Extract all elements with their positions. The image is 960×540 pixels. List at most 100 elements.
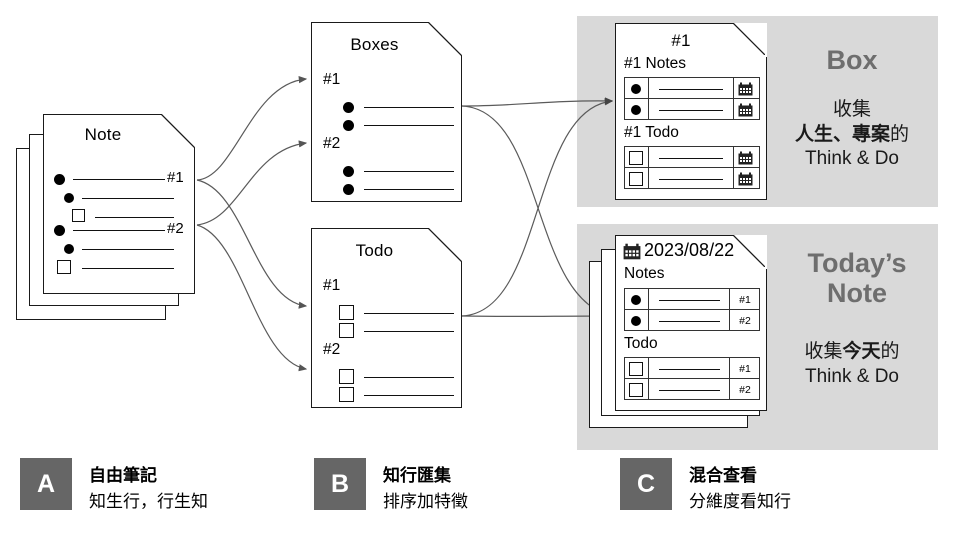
boxes-bullet-2 xyxy=(343,120,354,131)
boxes-rule-4 xyxy=(364,189,454,190)
note-bullet xyxy=(631,295,641,305)
page-fold-icon xyxy=(428,228,462,262)
row-divider xyxy=(648,310,649,330)
calendar-icon[interactable] xyxy=(738,82,753,101)
box-detail-card[interactable]: #1 #1 Notes xyxy=(615,23,767,200)
today-note-row[interactable]: #2 xyxy=(624,309,760,331)
todo-rule xyxy=(659,179,723,180)
today-caption-title-line-2: Note xyxy=(827,278,887,309)
note-bullet-2 xyxy=(64,193,74,203)
boxes-group-1-label: #1 xyxy=(323,71,341,88)
today-todo-row-tag: #2 xyxy=(739,384,751,396)
row-divider xyxy=(729,358,730,378)
calendar-icon[interactable] xyxy=(738,151,753,170)
note-bullet-3 xyxy=(54,225,65,236)
todo-checkbox-3[interactable] xyxy=(339,369,354,384)
todo-checkbox-2[interactable] xyxy=(339,323,354,338)
todo-rule-1 xyxy=(364,313,454,314)
note-bullet-4 xyxy=(64,244,74,254)
todo-rule-4 xyxy=(364,395,454,396)
note-checkbox-1[interactable] xyxy=(72,209,85,222)
note-rule xyxy=(659,321,720,322)
legend-badge-a: A xyxy=(20,458,72,510)
todo-checkbox[interactable] xyxy=(629,362,643,376)
legend-badge-b: B xyxy=(314,458,366,510)
note-card[interactable]: Note #1 #2 xyxy=(43,114,195,294)
todo-checkbox-1[interactable] xyxy=(339,305,354,320)
box-note-row[interactable] xyxy=(624,77,760,99)
today-note-row-tag: #2 xyxy=(739,315,751,327)
today-todo-header: Todo xyxy=(624,335,658,352)
legend-subtitle-c: 分維度看知行 xyxy=(689,492,791,511)
box-caption-line-2: 人生、專案的 xyxy=(772,123,932,148)
box-todo-row[interactable] xyxy=(624,146,760,168)
box-caption-line-2-bold: 人生、專案 xyxy=(794,123,890,145)
today-caption-title: Today’s Note xyxy=(782,248,932,308)
todo-group-2-label: #2 xyxy=(323,341,341,358)
todo-checkbox-4[interactable] xyxy=(339,387,354,402)
boxes-rule-2 xyxy=(364,125,454,126)
today-note-row[interactable]: #1 xyxy=(624,288,760,310)
box-note-row[interactable] xyxy=(624,98,760,120)
note-rule xyxy=(659,89,723,90)
box-caption-line-1: 收集 xyxy=(832,99,871,120)
row-divider xyxy=(648,78,649,98)
today-caption-line-2: Think & Do xyxy=(805,365,899,387)
legend-badge-c: C xyxy=(620,458,672,510)
todo-rule xyxy=(659,390,720,391)
legend-title-c: 混合查看 xyxy=(689,466,757,485)
legend-title-a: 自由筆記 xyxy=(89,466,157,485)
todo-checkbox[interactable] xyxy=(629,383,643,397)
boxes-bullet-1 xyxy=(343,102,354,113)
box-caption-body: 收集 人生、專案的 Think & Do xyxy=(772,98,932,172)
legend-title-b: 知行匯集 xyxy=(383,466,451,485)
row-divider xyxy=(648,168,649,188)
boxes-group-2-label: #2 xyxy=(323,135,341,152)
boxes-bullet-4 xyxy=(343,184,354,195)
calendar-icon[interactable] xyxy=(738,103,753,122)
row-divider xyxy=(648,289,649,309)
note-bullet-1 xyxy=(54,174,65,185)
todo-checkbox[interactable] xyxy=(629,151,643,165)
row-divider xyxy=(729,289,730,309)
todo-group-1-label: #1 xyxy=(323,277,341,294)
legend-subtitle-b: 排序加特徵 xyxy=(383,492,468,511)
row-divider xyxy=(648,379,649,399)
row-divider xyxy=(733,168,734,188)
box-caption-line-2-tail: 的 xyxy=(890,123,910,145)
today-caption-title-line-1: Today’s xyxy=(807,248,907,278)
row-divider xyxy=(733,78,734,98)
note-checkbox-2[interactable] xyxy=(57,260,71,274)
note-bullet xyxy=(631,105,641,115)
box-caption-title: Box xyxy=(826,45,878,75)
box-todo-row[interactable] xyxy=(624,167,760,189)
note-rule xyxy=(659,110,723,111)
todo-card-title: Todo xyxy=(355,241,394,260)
boxes-card[interactable]: Boxes #1 #2 xyxy=(311,22,462,202)
boxes-rule-1 xyxy=(364,107,454,108)
today-caption-line-1-tail: 的 xyxy=(880,341,900,362)
today-caption-line-1-head: 收集 xyxy=(804,341,843,362)
note-tag-2: #2 xyxy=(167,220,184,237)
row-divider xyxy=(729,310,730,330)
today-note-card[interactable]: 2023/08/22 Notes #1 #2 Todo #1 xyxy=(615,235,767,411)
legend-subtitle-a: 知生行，行生知 xyxy=(89,492,208,511)
note-rule-3 xyxy=(95,217,174,218)
row-divider xyxy=(648,358,649,378)
calendar-icon[interactable] xyxy=(738,172,753,191)
todo-rule-2 xyxy=(364,331,454,332)
boxes-bullet-3 xyxy=(343,166,354,177)
note-rule-5 xyxy=(82,249,174,250)
note-bullet xyxy=(631,316,641,326)
today-todo-row[interactable]: #2 xyxy=(624,378,760,400)
note-rule-6 xyxy=(82,268,174,269)
page-fold-icon xyxy=(428,22,462,56)
box-caption-line-3: Think & Do xyxy=(805,148,899,170)
today-caption-line-1: 收集今天的 xyxy=(772,340,932,365)
todo-card[interactable]: Todo #1 #2 xyxy=(311,228,462,408)
todo-checkbox[interactable] xyxy=(629,172,643,186)
note-rule-4 xyxy=(73,230,165,231)
row-divider xyxy=(733,99,734,119)
today-todo-row[interactable]: #1 xyxy=(624,357,760,379)
